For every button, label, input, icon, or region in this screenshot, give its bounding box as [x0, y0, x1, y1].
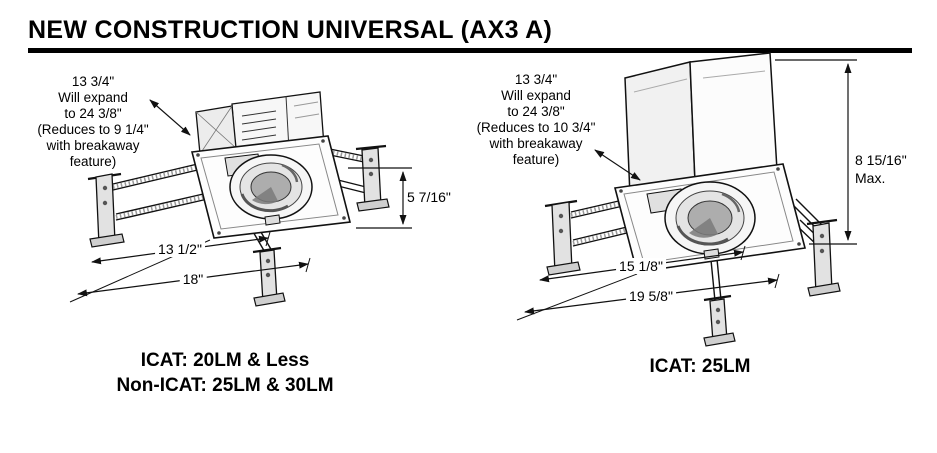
right-fixture-drawing	[516, 52, 857, 347]
right-outer-width-dimension: 19 5/8"	[626, 288, 676, 304]
right-light-opening	[664, 181, 756, 260]
page-title: NEW CONSTRUCTION UNIVERSAL (AX3 A)	[28, 16, 553, 44]
left-inner-width-dimension: 13 1/2"	[155, 241, 205, 257]
left-fixture-drawing	[69, 91, 412, 307]
left-expand-note: 13 3/4" Will expand to 24 3/8" (Reduces …	[37, 74, 149, 169]
left-caption: ICAT: 20LM & Less Non-ICAT: 25LM & 30LM	[116, 350, 334, 397]
right-inner-width-dimension: 15 1/8"	[616, 258, 666, 274]
left-height-dimension: 5 7/16"	[404, 189, 454, 205]
right-caption: ICAT: 25LM	[649, 356, 751, 377]
left-light-opening	[229, 154, 313, 226]
left-outer-width-dimension: 18"	[179, 271, 207, 287]
right-height-dimension: 8 15/16" Max.	[852, 152, 910, 187]
right-housing-box	[624, 52, 778, 197]
title-rule	[28, 48, 912, 53]
right-expand-note: 13 3/4" Will expand to 24 3/8" (Reduces …	[476, 72, 596, 167]
